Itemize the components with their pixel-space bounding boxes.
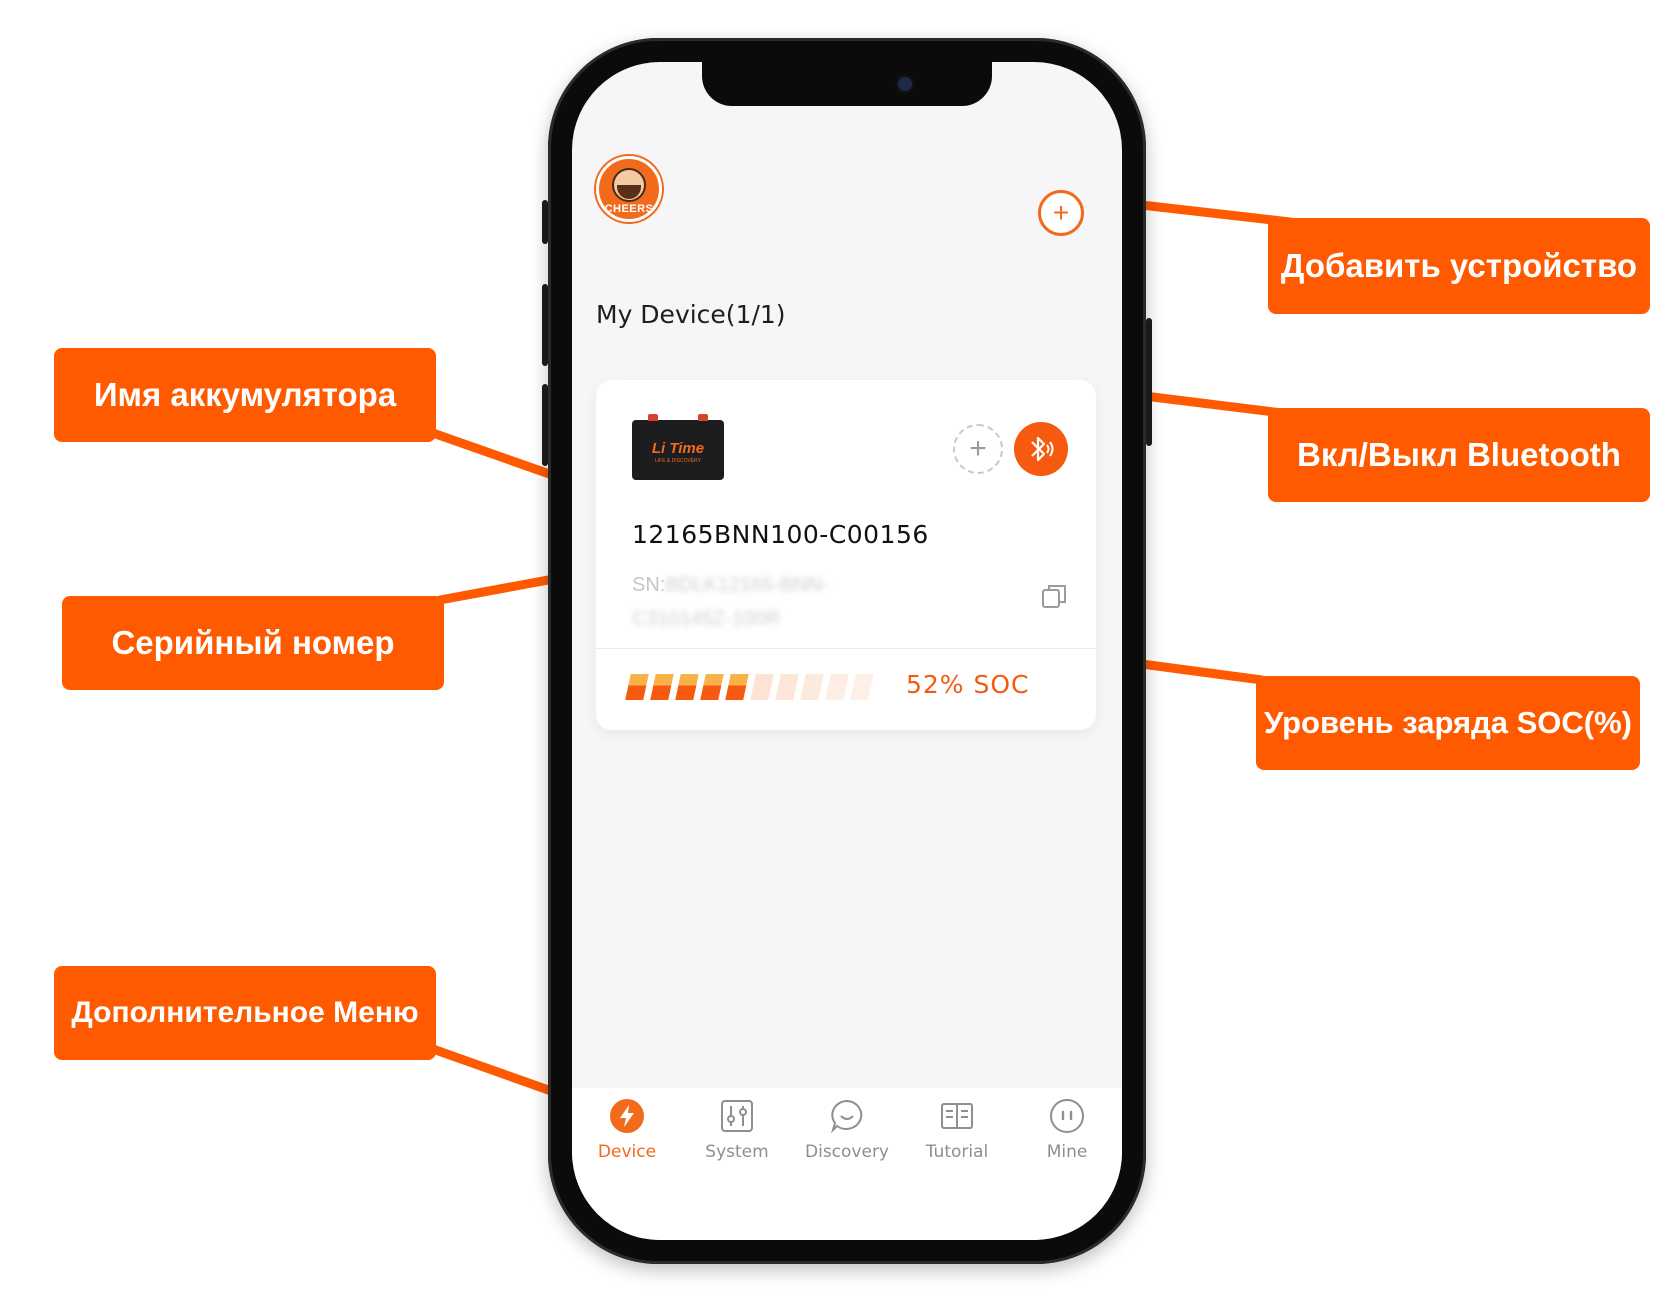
callout-bluetooth: Вкл/Выкл Bluetooth xyxy=(1268,408,1650,502)
serial-value: BDLK12165-BNN-C310145Z-100R xyxy=(632,574,829,630)
tab-device[interactable]: Device xyxy=(572,1098,682,1162)
battery-brand-tagline: LIFE & DISCOVERY xyxy=(654,458,702,464)
page-title: My Device(1/1) xyxy=(596,300,786,329)
battery-image: Li Time LIFE & DISCOVERY xyxy=(632,414,724,480)
bottom-tab-bar: Device System Discovery xyxy=(572,1088,1122,1240)
callout-serial: Серийный номер xyxy=(62,596,444,690)
bluetooth-icon xyxy=(1031,436,1054,462)
soc-segment xyxy=(625,674,649,700)
soc-bar xyxy=(625,674,874,700)
soc-segment xyxy=(750,674,774,700)
soc-text: 52% SOC xyxy=(906,670,1030,699)
soc-segment xyxy=(650,674,674,700)
plus-circle-icon: + xyxy=(1052,197,1070,228)
tab-mine[interactable]: Mine xyxy=(1012,1098,1122,1162)
callout-soc: Уровень заряда SOC(%) xyxy=(1256,676,1640,770)
avatar[interactable]: CHEERS xyxy=(596,156,662,222)
soc-segment xyxy=(700,674,724,700)
mute-switch xyxy=(542,200,548,244)
soc-segment xyxy=(725,674,749,700)
card-divider xyxy=(596,648,1096,649)
phone-frame: CHEERS + My Device(1/1) Li Time LIFE & D… xyxy=(542,38,1152,1264)
notch xyxy=(702,62,992,106)
soc-segment xyxy=(800,674,824,700)
avatar-beard xyxy=(617,185,641,199)
callout-menu: Дополнительное Меню xyxy=(54,966,436,1060)
bluetooth-toggle-button[interactable] xyxy=(1014,422,1068,476)
volume-down-button xyxy=(542,384,548,466)
volume-up-button xyxy=(542,284,548,366)
device-card[interactable]: Li Time LIFE & DISCOVERY + 12165BNN100-C… xyxy=(596,380,1096,730)
soc-segment xyxy=(850,674,874,700)
lightning-icon xyxy=(610,1099,644,1133)
serial-number: SN:BDLK12165-BNN-C310145Z-100R xyxy=(632,568,892,636)
bluetooth-add-button[interactable]: + xyxy=(953,424,1003,474)
app-screen: CHEERS + My Device(1/1) Li Time LIFE & D… xyxy=(572,62,1122,1240)
serial-label: SN: xyxy=(632,574,666,596)
soc-segment xyxy=(675,674,699,700)
book-icon xyxy=(941,1103,973,1129)
power-button xyxy=(1146,318,1152,446)
tab-tutorial[interactable]: Tutorial xyxy=(902,1098,1012,1162)
callout-add-device: Добавить устройство xyxy=(1268,218,1650,314)
plus-icon: + xyxy=(969,432,987,465)
camera-icon xyxy=(898,77,912,91)
callout-battery-name: Имя аккумулятора xyxy=(54,348,436,442)
tab-discovery[interactable]: Discovery xyxy=(792,1098,902,1162)
soc-segment xyxy=(775,674,799,700)
copy-icon[interactable] xyxy=(1040,582,1068,610)
tab-system[interactable]: System xyxy=(682,1098,792,1162)
battery-brand-logo: Li Time xyxy=(651,440,705,457)
chat-bubble-icon xyxy=(830,1099,863,1134)
device-name: 12165BNN100-C00156 xyxy=(632,520,929,549)
add-device-button[interactable]: + xyxy=(1038,190,1084,236)
sliders-icon xyxy=(721,1100,753,1132)
face-icon xyxy=(1050,1099,1084,1133)
avatar-text: CHEERS xyxy=(604,203,654,215)
soc-segment xyxy=(825,674,849,700)
